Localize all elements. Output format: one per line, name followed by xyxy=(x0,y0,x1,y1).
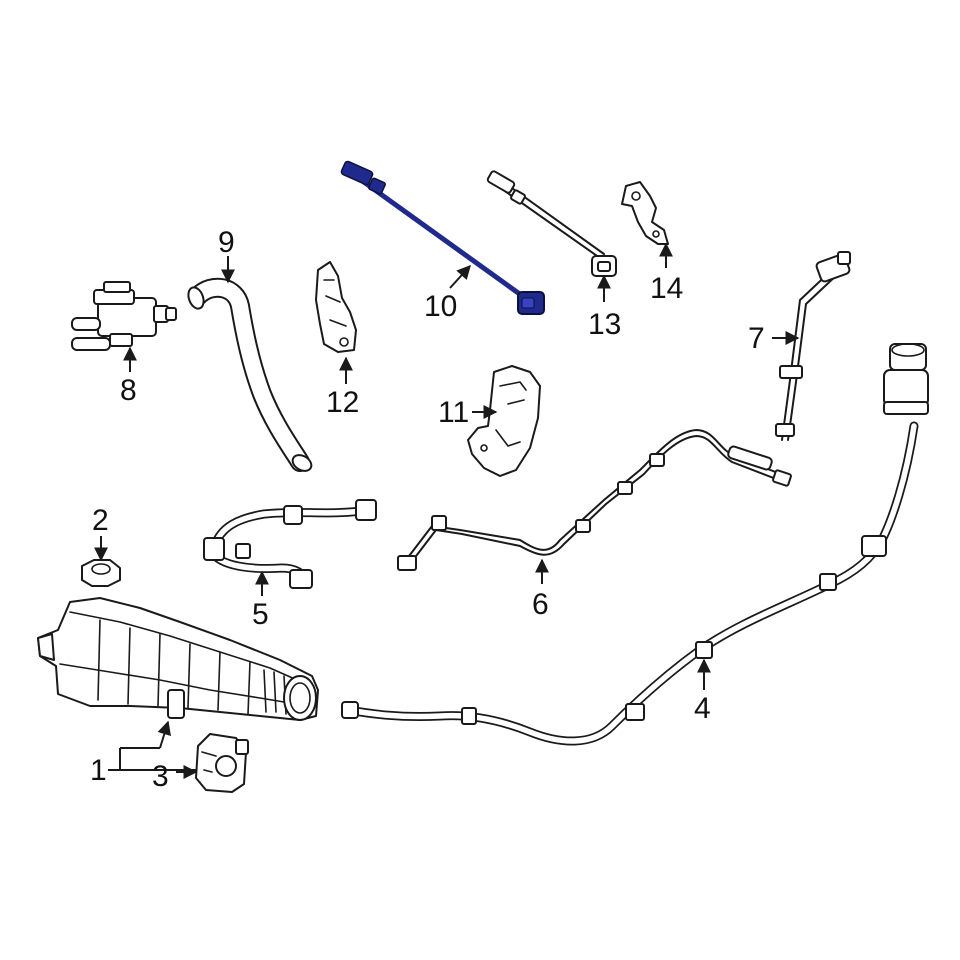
part-8-purge-valve[interactable] xyxy=(71,281,177,351)
callout-3: 3 xyxy=(152,760,169,793)
callout-9: 9 xyxy=(218,226,235,259)
callout-14: 14 xyxy=(650,272,683,305)
part-4-vapor-tube[interactable] xyxy=(341,343,929,746)
leader-lines xyxy=(94,242,800,779)
part-1-evap-canister[interactable] xyxy=(37,597,319,721)
callout-10: 10 xyxy=(424,290,457,323)
part-6-sensor-harness[interactable] xyxy=(397,428,792,571)
leader-1b xyxy=(157,720,171,749)
part-14-bracket[interactable] xyxy=(621,181,669,245)
part-5-vapor-line[interactable] xyxy=(203,499,377,589)
callout-1: 1 xyxy=(90,754,107,787)
part-11-heat-shield[interactable] xyxy=(467,365,541,477)
callout-8: 8 xyxy=(120,374,137,407)
callout-4: 4 xyxy=(694,692,711,725)
part-13-oxygen-sensor[interactable] xyxy=(486,170,617,277)
callout-7: 7 xyxy=(748,322,765,355)
callout-5: 5 xyxy=(252,598,269,631)
part-9-vapor-hose[interactable] xyxy=(186,277,315,474)
part-10-oxygen-sensor[interactable] xyxy=(340,160,545,315)
part-2-nut[interactable] xyxy=(81,559,121,587)
part-12-heat-shield[interactable] xyxy=(315,261,357,353)
part-7-harness[interactable] xyxy=(775,251,851,441)
callout-2: 2 xyxy=(92,504,109,537)
callout-12: 12 xyxy=(326,386,359,419)
leader-10 xyxy=(449,264,471,289)
part-3-leak-detection-pump[interactable] xyxy=(195,733,249,793)
callout-11: 11 xyxy=(438,396,469,429)
callout-13: 13 xyxy=(588,308,621,341)
callout-labels: 1 2 3 4 5 6 7 8 9 10 11 12 13 14 xyxy=(90,226,765,793)
callout-6: 6 xyxy=(532,588,549,621)
